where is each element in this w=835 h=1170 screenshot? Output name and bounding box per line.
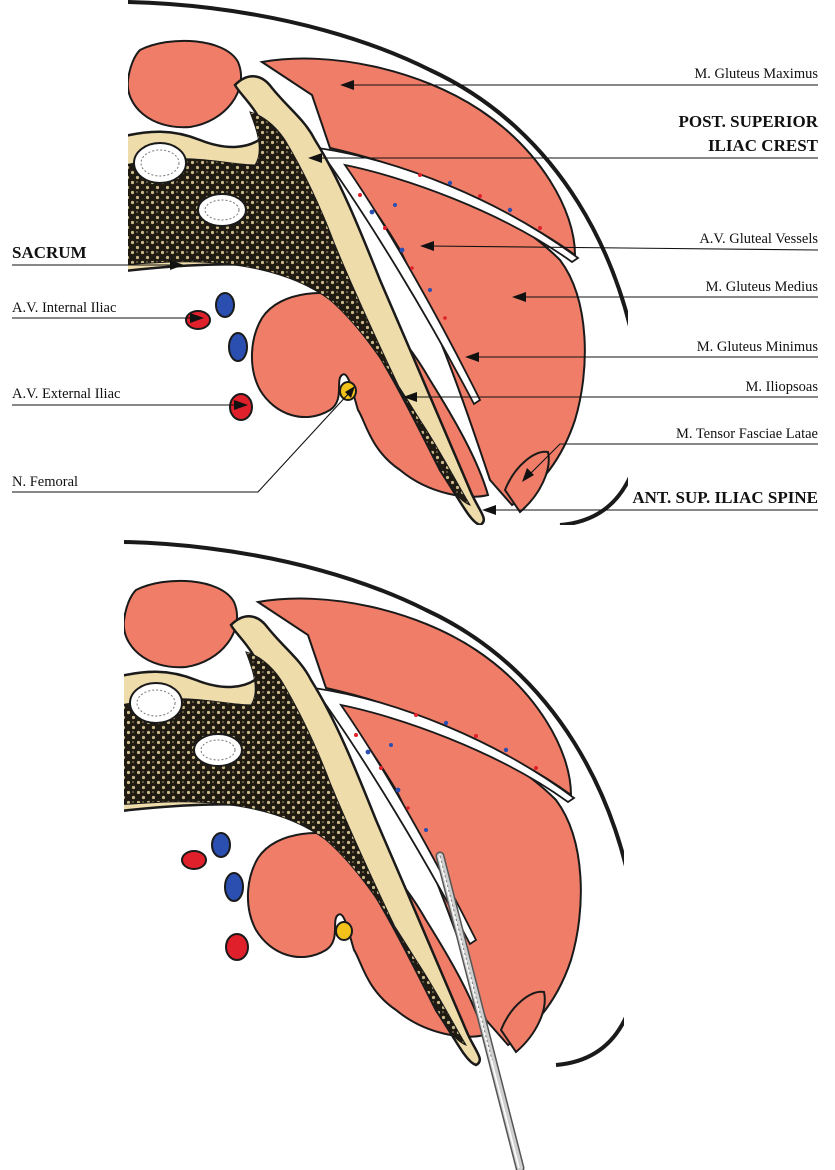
cross-section-top <box>0 2 642 525</box>
label-gluteal-vessels: A.V. Gluteal Vessels <box>699 231 818 247</box>
label-external-iliac: A.V. External Iliac <box>12 386 120 402</box>
label-tensor-fasciae-latae: M. Tensor Fasciae Latae <box>676 426 818 442</box>
label-iliopsoas: M. Iliopsoas <box>746 379 819 395</box>
label-gluteus-medius: M. Gluteus Medius <box>706 279 819 295</box>
label-ant-sup-iliac-spine: ANT. SUP. ILIAC SPINE <box>632 488 818 507</box>
label-post-superior-iliac-crest-line1: POST. SUPERIOR <box>679 112 819 131</box>
label-gluteus-minimus: M. Gluteus Minimus <box>697 339 819 355</box>
cross-section-bottom <box>0 542 638 1065</box>
label-gluteus-maximus: M. Gluteus Maximus <box>694 66 818 82</box>
label-sacrum: SACRUM <box>12 243 87 262</box>
label-femoral-nerve: N. Femoral <box>12 474 78 490</box>
label-post-superior-iliac-crest-line2: ILIAC CREST <box>708 136 819 155</box>
label-internal-iliac: A.V. Internal Iliac <box>12 300 116 316</box>
